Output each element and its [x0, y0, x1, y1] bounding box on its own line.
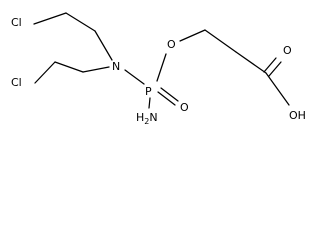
bond-p-nh2 — [148, 97, 151, 109]
bond-c2-bottom-n — [82, 66, 110, 73]
atom-label-ether-oxygen: O — [167, 38, 176, 51]
bond-c-alpha-c-beta — [204, 29, 237, 53]
bond-c1-c2-bottom — [54, 61, 84, 73]
atom-label-phosphoryl-oxygen: O — [180, 101, 189, 114]
bond-cl-bottom-c1 — [34, 61, 56, 84]
bond-o-c-alpha — [179, 29, 206, 42]
bond-c-carboxyl-oh — [265, 72, 290, 106]
bond-carbonyl-a — [263, 57, 277, 73]
bond-carbonyl-b — [268, 61, 282, 77]
atom-label-amine: H2N — [136, 111, 158, 126]
bond-cl-top-c1 — [33, 12, 67, 25]
atom-label-nitrogen: N — [112, 60, 120, 73]
atom-label-phosphorus: P — [145, 85, 152, 98]
amine-subscript: 2 — [144, 117, 149, 126]
molecule-drawing: Cl Cl N P O O H2N O OH — [11, 12, 306, 126]
chemical-structure: Cl Cl N P O O H2N O OH — [11, 12, 306, 126]
bond-p-o-double-a — [160, 87, 179, 102]
amine-prefix: H — [136, 111, 144, 124]
bond-c-beta-c-carboxyl — [235, 51, 267, 74]
atom-label-carbonyl-oxygen: O — [283, 44, 292, 57]
bond-p-o-ether — [156, 53, 167, 82]
atom-label-cl-bottom: Cl — [11, 76, 22, 89]
atom-label-cl-top: Cl — [11, 16, 22, 29]
atom-label-hydroxyl: OH — [289, 109, 306, 122]
bond-c2-top-n — [94, 30, 113, 61]
bond-p-o-double-b — [157, 91, 176, 106]
bond-c1-c2-top — [65, 12, 96, 32]
bond-n-p — [124, 69, 145, 85]
amine-suffix: N — [149, 111, 157, 124]
